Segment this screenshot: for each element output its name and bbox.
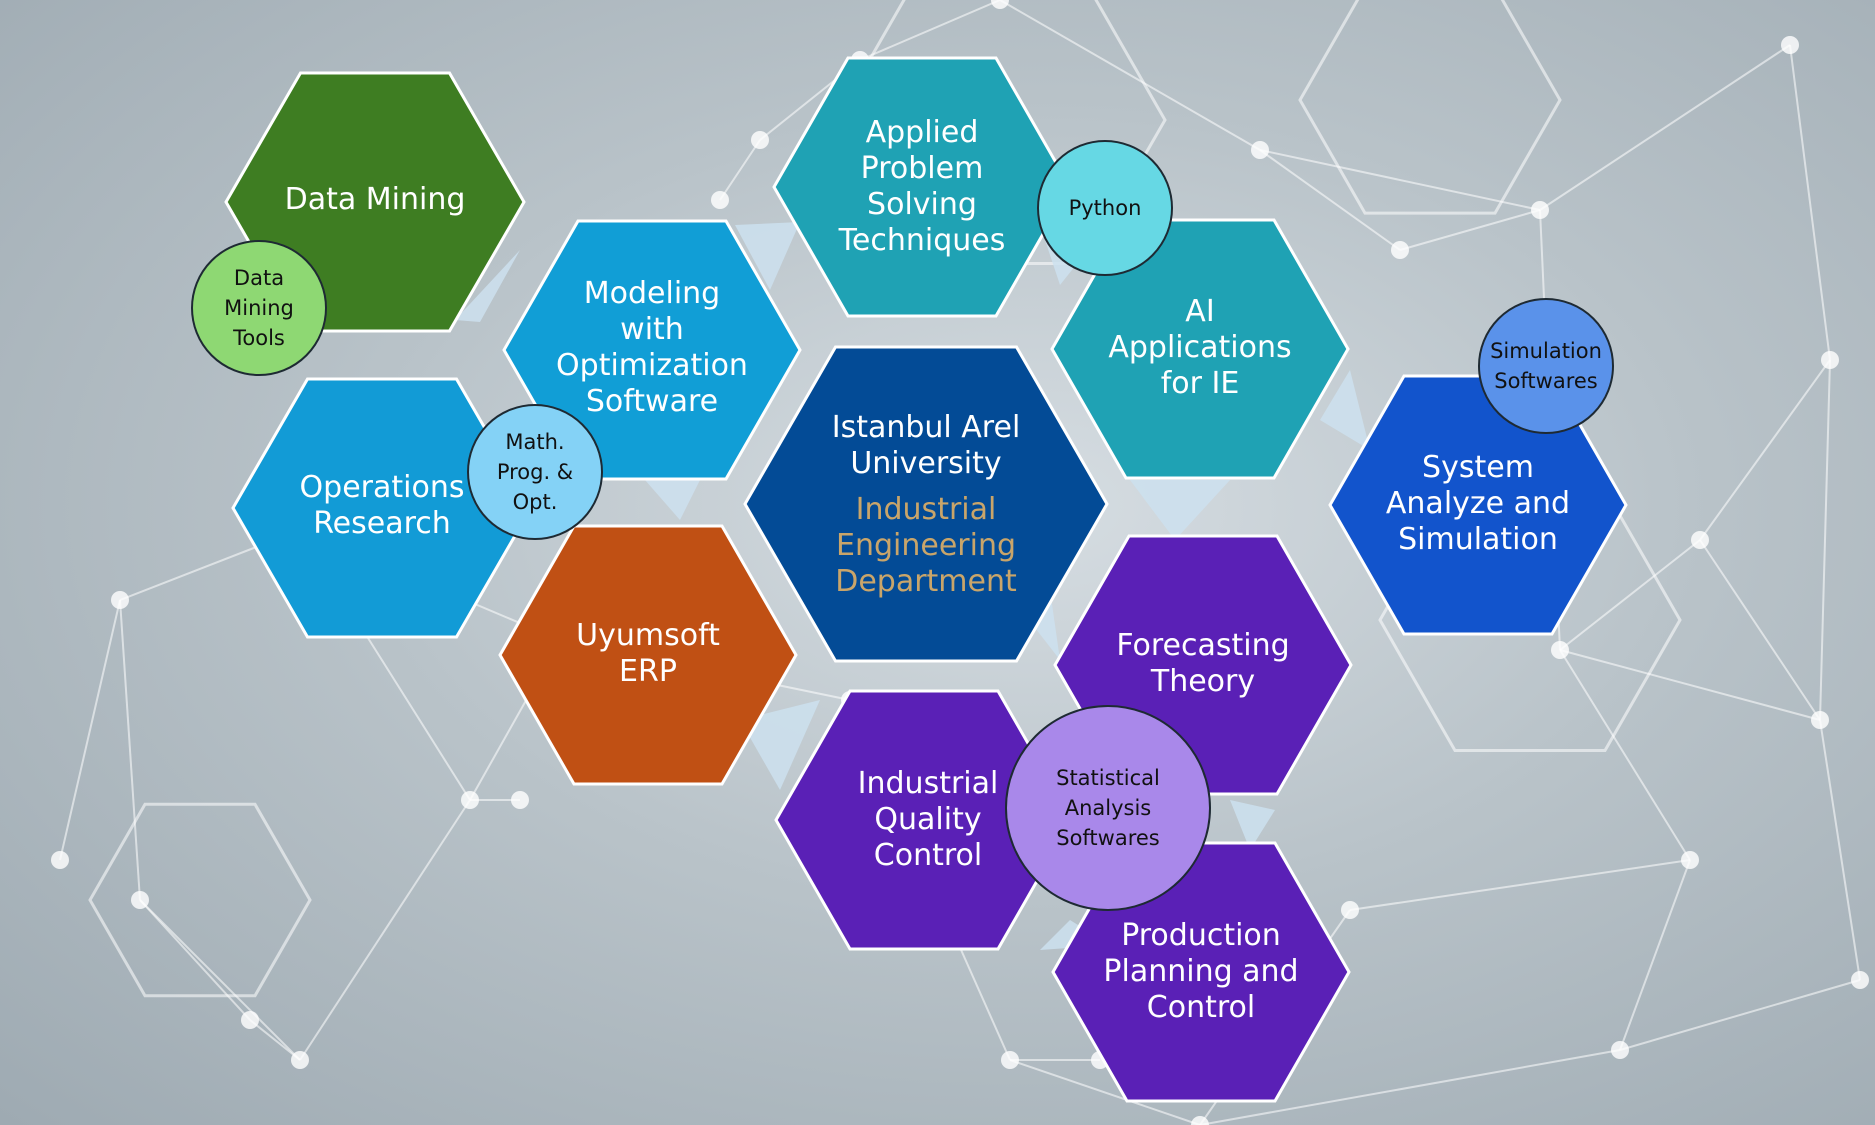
network-node (1821, 351, 1839, 369)
network-line (1259, 149, 1541, 211)
network-node (1191, 1116, 1209, 1125)
network-line (59, 599, 121, 861)
network-line (719, 139, 761, 201)
hexagon-center (743, 345, 1109, 663)
network-node (1691, 531, 1709, 549)
network-line (1009, 1059, 1201, 1125)
network-node (1341, 901, 1359, 919)
network-node (461, 791, 479, 809)
network-node (131, 891, 149, 909)
network-node (1001, 1051, 1019, 1069)
network-node (1851, 971, 1869, 989)
connector-triangle (455, 250, 520, 322)
network-line (1259, 149, 1401, 251)
network-line (1539, 44, 1791, 211)
network-line (1399, 209, 1541, 251)
background-hexagon-outline (1298, 0, 1562, 215)
network-node (711, 191, 729, 209)
network-node (1611, 1041, 1629, 1059)
network-node (111, 591, 129, 609)
network-line (139, 899, 251, 1021)
badge-simulation-softwares: Simulation Softwares (1478, 298, 1614, 434)
network-line (1819, 719, 1861, 981)
background-hexagon-outline (88, 802, 312, 998)
network-node (1531, 201, 1549, 219)
network-node (51, 851, 69, 869)
network-node (1251, 141, 1269, 159)
network-line (299, 799, 471, 1061)
hexagon-system-analyze (1328, 374, 1628, 636)
connector-triangle (1320, 370, 1370, 450)
badge-python: Python (1037, 140, 1173, 276)
network-line (139, 899, 301, 1061)
connector-triangle (1130, 480, 1230, 540)
network-node (991, 0, 1009, 9)
network-line (999, 0, 1261, 151)
badge-math-prog: Math. Prog. & Opt. (467, 404, 603, 540)
badge-data-mining-tools: Data Mining Tools (191, 240, 327, 376)
connector-triangle (735, 222, 800, 290)
hexagon-applied-problem-solving (772, 56, 1072, 318)
network-line (1559, 649, 1821, 721)
network-node (1781, 36, 1799, 54)
network-line (119, 599, 141, 901)
network-line (1559, 649, 1691, 861)
network-node (241, 1011, 259, 1029)
network-line (1559, 539, 1701, 651)
network-node (1551, 641, 1569, 659)
connector-triangle (645, 480, 700, 520)
network-line (1819, 359, 1831, 721)
network-line (1699, 359, 1831, 541)
network-node (1681, 851, 1699, 869)
network-line (1699, 539, 1821, 721)
network-node (291, 1051, 309, 1069)
network-line (249, 1019, 301, 1061)
badge-statistical-analysis: Statistical Analysis Softwares (1005, 705, 1211, 911)
network-line (1199, 1049, 1621, 1125)
network-line (1619, 979, 1861, 1051)
network-node (1391, 241, 1409, 259)
network-node (751, 131, 769, 149)
network-line (1349, 859, 1691, 911)
network-node (511, 791, 529, 809)
connector-triangle (740, 700, 820, 790)
network-node (1811, 711, 1829, 729)
connector-triangle (1230, 800, 1275, 850)
hexagon-uyumsoft-erp (498, 524, 798, 786)
network-line (1619, 859, 1691, 1051)
network-line (859, 0, 1001, 61)
network-line (1789, 44, 1831, 361)
